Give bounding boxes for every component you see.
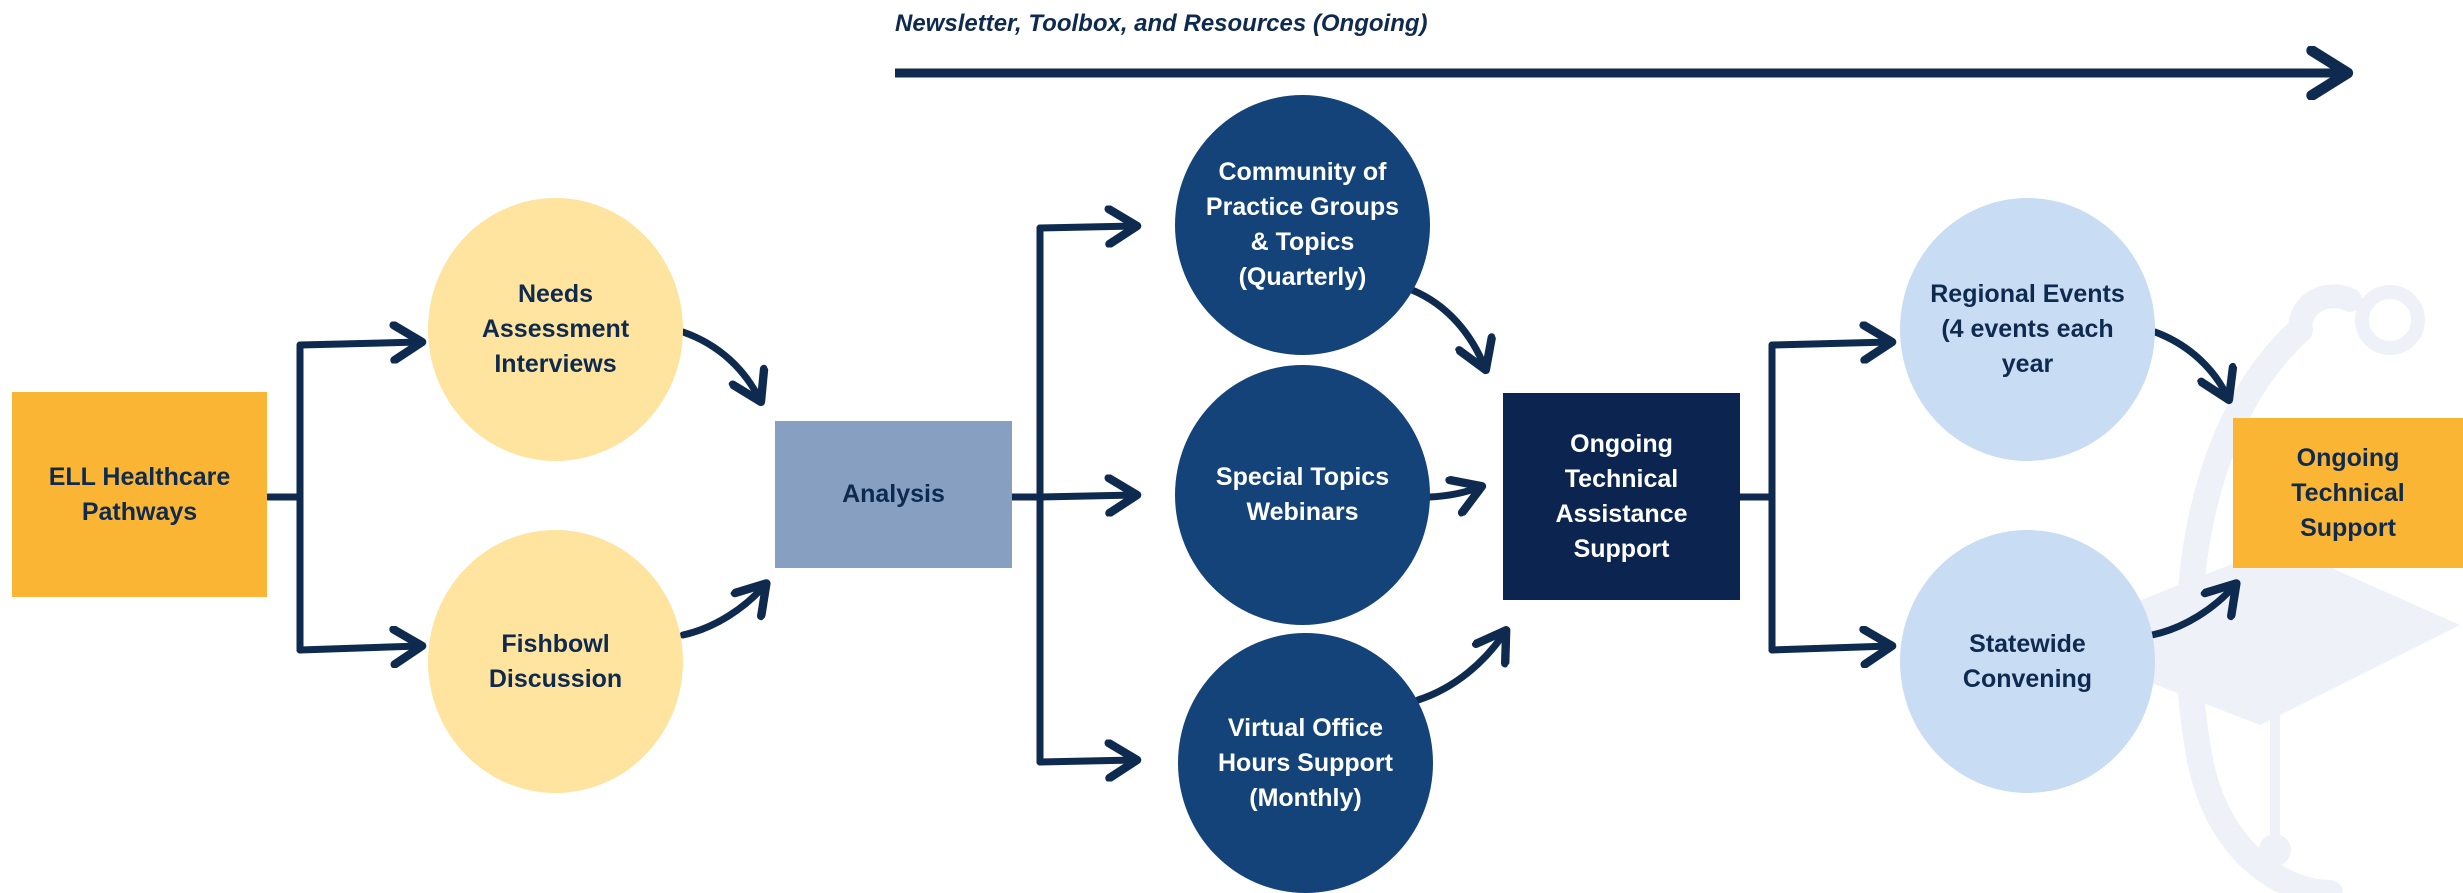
ongoing-technical-assistance-box: Ongoing Technical Assistance Support [1503,393,1740,600]
arrow-fishbowl-to-analysis [679,585,765,639]
ell-healthcare-pathways-box: ELL Healthcare Pathways [12,392,267,597]
community-of-practice-circle: Community of Practice Groups & Topics (Q… [1175,95,1430,355]
arrow-office-to-ta [1414,632,1505,704]
branch-connector-ell [264,342,420,650]
ongoing-technical-support-box: Ongoing Technical Support [2233,418,2463,568]
banner-label: Newsletter, Toolbox, and Resources (Ongo… [895,10,1428,37]
special-topics-webinars-circle: Special Topics Webinars [1175,365,1430,625]
branch-connector-ta [1736,342,1890,650]
arrow-regional-to-support [2151,328,2228,398]
branch-connector-analysis [1008,226,1135,762]
needs-assessment-circle: Needs Assessment Interviews [428,198,683,461]
analysis-box: Analysis [775,421,1012,568]
arrow-cop-to-ta [1408,286,1485,368]
arrow-webinars-to-ta [1426,487,1480,497]
arrow-needs-to-analysis [679,328,760,400]
arrow-statewide-to-support [2148,585,2235,639]
statewide-convening-circle: Statewide Convening [1900,530,2155,793]
regional-events-circle: Regional Events (4 events each year [1900,198,2155,461]
fishbowl-discussion-circle: Fishbowl Discussion [428,530,683,793]
virtual-office-hours-circle: Virtual Office Hours Support (Monthly) [1178,633,1433,893]
